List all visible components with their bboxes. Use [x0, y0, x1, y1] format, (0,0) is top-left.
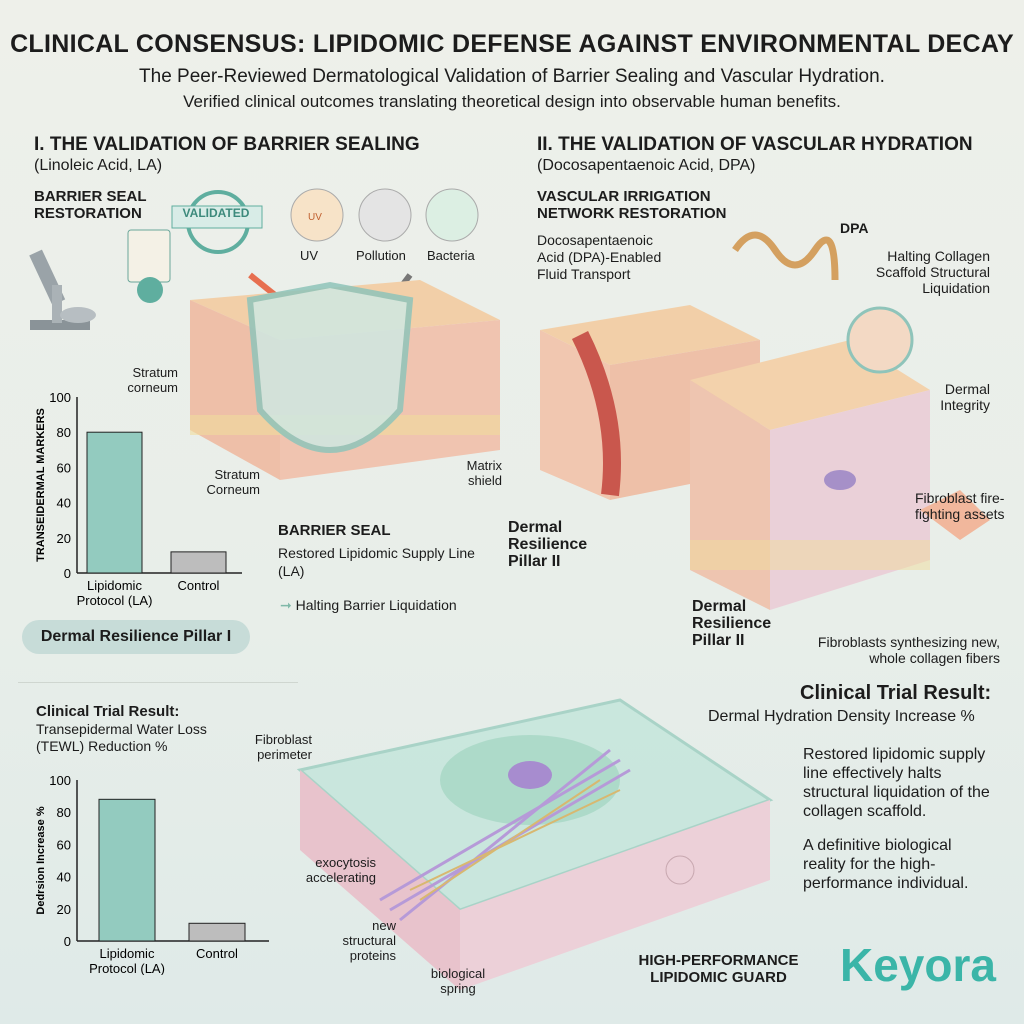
barrier-seal-text: Restored Lipidomic Supply Line (LA) — [278, 545, 475, 579]
exocytosis-label: exocytosis accelerating — [305, 855, 376, 885]
validated-badge-icon — [171, 190, 263, 254]
threat-arrow-icon — [248, 272, 277, 298]
fibroblast-synth-label: Fibroblasts synthesizing new, whole coll… — [817, 634, 1000, 666]
fibroblast-cell-icon — [920, 490, 990, 540]
y-axis-label: TRANSEIDERMAL MARKERS — [35, 408, 47, 562]
stratum-lower-label: Stratum Corneum — [206, 467, 260, 497]
section1-sub: (Linoleic Acid, LA) — [34, 157, 163, 174]
vascular-network-label: VASCULAR IRRIGATION NETWORK RESTORATION — [537, 188, 727, 222]
y-axis-label: Dedrsion Increase % — [35, 806, 47, 914]
y-tick-label: 40 — [57, 496, 71, 511]
y-tick-label: 60 — [57, 837, 71, 852]
pillar-i-badge: Dermal Resilience Pillar I — [22, 620, 250, 654]
y-tick-label: 100 — [49, 773, 71, 788]
x-tick-label: Control — [178, 578, 220, 593]
barrier-restoration-label: BARRIER SEAL RESTORATION — [34, 188, 147, 222]
subtitle: The Peer-Reviewed Dermatological Validat… — [139, 66, 885, 87]
matrix-shield-label: Matrix shield — [466, 458, 502, 488]
trial2-title: Clinical Trial Result: — [800, 682, 992, 704]
y-tick-label: 20 — [57, 902, 71, 917]
biological-spring-label: biological spring — [430, 966, 486, 996]
bacteria-icon — [425, 188, 479, 242]
skin-block-dermal — [690, 340, 930, 610]
trial1-title: Clinical Trial Result: — [36, 703, 180, 720]
collagen-zoom-icon — [846, 306, 914, 374]
x-tick-label: Protocol (LA) — [77, 593, 153, 608]
fibroblast-fire-label: Fibroblast fire-fighting assets — [915, 490, 1005, 522]
uv-icon-text: UV — [308, 212, 322, 223]
x-tick-label: Lipidomic — [87, 578, 142, 593]
keyora-logo: Keyora — [840, 939, 996, 991]
x-tick-label: Protocol (LA) — [89, 961, 165, 975]
bar-1 — [188, 922, 246, 942]
pillar-ii-label-a: Dermal Resilience Pillar II — [508, 519, 588, 570]
stratum-upper-label: Stratum corneum — [127, 365, 178, 395]
section2-sub: (Docosapentaenoic Acid, DPA) — [537, 157, 756, 174]
trial1-sub: Transepidermal Water Loss (TEWL) Reducti… — [36, 721, 207, 754]
y-tick-label: 0 — [64, 566, 71, 581]
arrow-right-icon: ➞ — [280, 597, 296, 613]
y-tick-label: 0 — [64, 934, 71, 949]
dpa-label: DPA — [840, 220, 869, 236]
trial2-sub: Dermal Hydration Density Increase % — [708, 708, 975, 725]
structural-proteins-label: new structural proteins — [342, 918, 396, 963]
bar-1 — [170, 551, 227, 574]
barrier-illustration — [29, 188, 500, 480]
halting-barrier-row: ➞ Halting Barrier Liquidation — [280, 597, 457, 614]
x-tick-label: Control — [196, 946, 238, 961]
conclusion-para1: Restored lipidomic supply line effective… — [803, 746, 990, 820]
section2-heading: II. THE VALIDATION OF VASCULAR HYDRATION — [537, 134, 973, 155]
threat-bacteria: Bacteria — [427, 248, 475, 263]
vascular-illustration — [540, 231, 990, 610]
lipidomic-guard-label: HIGH-PERFORMANCE LIPIDOMIC GUARD — [638, 952, 799, 986]
dermal-integrity-label: Dermal Integrity — [940, 381, 990, 413]
uv-icon — [290, 188, 344, 242]
halting-barrier-label: Halting Barrier Liquidation — [295, 597, 457, 613]
threat-pollution: Pollution — [356, 248, 406, 263]
divider — [18, 682, 298, 683]
page-title: CLINICAL CONSENSUS: LIPIDOMIC DEFENSE AG… — [10, 30, 1014, 58]
microscope-icon — [29, 249, 96, 330]
fibroblast-perimeter-label: Fibroblast perimeter — [254, 732, 312, 762]
y-tick-label: 60 — [57, 460, 71, 475]
conclusion-para2: A definitive biological reality for the … — [803, 837, 969, 892]
guard-emblem-icon — [665, 855, 695, 885]
tagline: Verified clinical outcomes translating t… — [183, 92, 841, 111]
y-tick-label: 80 — [57, 425, 71, 440]
dpa-transport-text: Docosapentaenoic Acid (DPA)-Enabled Flui… — [537, 232, 662, 282]
section1-heading: I. THE VALIDATION OF BARRIER SEALING — [34, 134, 420, 155]
shield-icon — [246, 281, 414, 453]
threat-uv: UV — [300, 248, 319, 263]
bar-0 — [86, 431, 143, 574]
x-tick-label: Lipidomic — [100, 946, 155, 961]
validated-badge: VALIDATED — [182, 206, 250, 220]
fibroblast-illustration — [296, 698, 774, 990]
pollution-icon — [358, 188, 412, 242]
y-tick-label: 100 — [49, 390, 71, 405]
bar-0 — [98, 798, 156, 942]
pillar-ii-label-b: Dermal Resilience Pillar II — [692, 598, 772, 649]
y-tick-label: 20 — [57, 531, 71, 546]
halting-collagen-label: Halting Collagen Scaffold Structural Liq… — [875, 248, 990, 296]
certificate-icon — [127, 229, 171, 303]
dpa-molecule-icon — [732, 231, 839, 281]
y-tick-label: 80 — [57, 805, 71, 820]
y-tick-label: 40 — [57, 870, 71, 885]
barrier-seal-title: BARRIER SEAL — [278, 522, 391, 539]
